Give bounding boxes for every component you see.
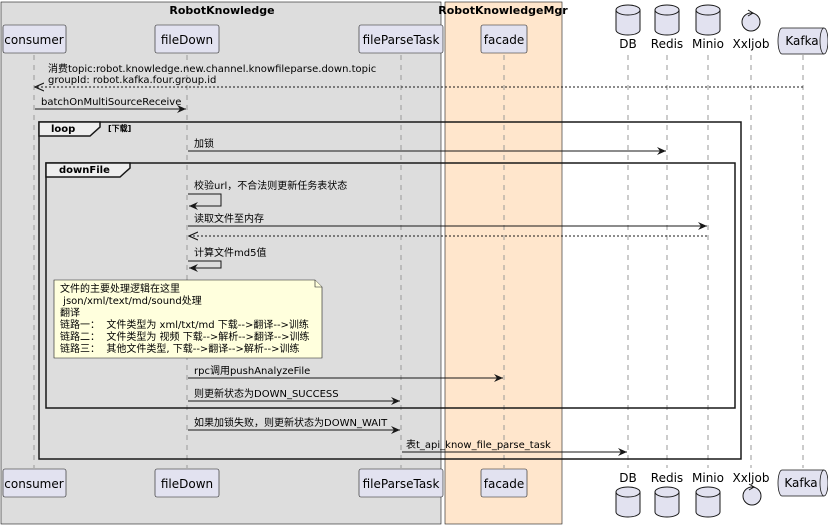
- participant-xxljob-label: Xxljob: [733, 37, 770, 51]
- participant-xxljob[interactable]: Xxljob: [733, 9, 770, 51]
- participant-consumer[interactable]: consumer: [2, 24, 67, 54]
- control-icon: [741, 9, 761, 32]
- participant-db[interactable]: DB: [615, 4, 641, 51]
- message-kafka-consume: 消费topic:robot.knowledge.new.channel.know…: [35, 62, 803, 87]
- note-line: 链路三： 其他文件类型, 下载-->翻译-->解析-->训练: [60, 342, 300, 355]
- participant-fileparsetask-label: fileParseTask: [363, 33, 440, 47]
- participant-xxljob-bottom-label: Xxljob: [733, 471, 770, 485]
- message-batch-receive-label: batchOnMultiSourceReceive: [41, 97, 181, 108]
- participant-db-bottom-label: DB: [619, 471, 636, 485]
- participant-kafka-bottom-label: Kafka: [784, 476, 817, 490]
- participant-redis-bottom-label: Redis: [651, 471, 683, 485]
- loop-condition: [下载]: [108, 123, 131, 133]
- message-validate-label: 校验url，不合法则更新任务表状态: [194, 179, 347, 192]
- participants-bottom: consumer fileDown fileParseTask facade D…: [2, 468, 828, 518]
- participant-kafka[interactable]: Kafka: [777, 27, 828, 55]
- participant-kafka-label: Kafka: [785, 34, 818, 48]
- message-table-label: 表t_api_know_file_parse_task: [406, 438, 551, 451]
- participant-facade-label: facade: [484, 33, 525, 47]
- message-down-wait-label: 如果加锁失败，则更新状态为DOWN_WAIT: [194, 416, 388, 429]
- database-icon: [695, 486, 721, 518]
- participant-db-bottom[interactable]: DB: [615, 471, 641, 518]
- participant-consumer-bottom[interactable]: consumer: [2, 468, 67, 498]
- note-processing-logic: 文件的主要处理逻辑在这里 json/xml/text/md/sound处理 翻译…: [53, 279, 323, 359]
- message-table: 表t_api_know_file_parse_task: [402, 438, 627, 456]
- database-icon: [695, 4, 721, 36]
- participant-minio-bottom-label: Minio: [692, 471, 724, 485]
- note-line: 链路一： 文件类型为 xml/txt/md 下载-->翻译-->训练: [60, 318, 309, 331]
- message-md5: 计算文件md5值: [188, 246, 266, 272]
- queue-icon: [777, 469, 828, 497]
- participant-filedown-label: fileDown: [161, 33, 213, 47]
- lifelines: [33, 55, 804, 468]
- message-read-file: 读取文件至内存: [188, 212, 707, 236]
- participant-facade-bottom-label: facade: [484, 477, 525, 491]
- group-downfile-keyword: downFile: [59, 165, 110, 176]
- participant-redis[interactable]: Redis: [651, 4, 683, 51]
- participant-consumer-label: consumer: [4, 33, 63, 47]
- participant-redis-label: Redis: [651, 37, 683, 51]
- database-icon: [654, 486, 680, 518]
- loop-fragment: loop [下载]: [38, 121, 742, 460]
- participant-kafka-bottom[interactable]: Kafka: [777, 469, 828, 497]
- note-line: 链路二： 文件类型为 视频 下载-->解析-->翻译-->训练: [60, 330, 310, 343]
- participant-redis-bottom[interactable]: Redis: [651, 471, 683, 518]
- participant-filedown[interactable]: fileDown: [154, 24, 220, 54]
- participant-fileparsetask-bottom[interactable]: fileParseTask: [358, 468, 444, 498]
- group-downfile: downFile: [45, 162, 736, 409]
- message-read-file-label: 读取文件至内存: [194, 212, 264, 225]
- participant-minio[interactable]: Minio: [692, 4, 724, 51]
- message-kafka-group-label: groupId: robot.kafka.four.group.id: [48, 75, 216, 86]
- participants-top: consumer fileDown fileParseTask facade D…: [2, 4, 828, 55]
- message-lock: 加锁: [188, 137, 666, 155]
- participant-facade[interactable]: facade: [480, 24, 528, 54]
- queue-icon: [777, 27, 828, 55]
- participant-filedown-bottom[interactable]: fileDown: [154, 468, 220, 498]
- database-icon: [615, 486, 641, 518]
- message-lock-label: 加锁: [194, 137, 214, 150]
- message-down-success: 则更新状态为DOWN_SUCCESS: [188, 387, 400, 405]
- participant-db-label: DB: [619, 37, 636, 51]
- participant-minio-label: Minio: [692, 37, 724, 51]
- box-robot-knowledge-mgr-title: RobotKnowledgeMgr: [438, 4, 568, 17]
- participant-xxljob-bottom[interactable]: Xxljob: [733, 471, 770, 506]
- note-line: json/xml/text/md/sound处理: [60, 295, 202, 307]
- message-down-wait: 如果加锁失败，则更新状态为DOWN_WAIT: [188, 416, 400, 434]
- note-line: 文件的主要处理逻辑在这里: [60, 282, 180, 295]
- message-rpc-label: rpc调用pushAnalyzeFile: [194, 365, 310, 377]
- database-icon: [615, 4, 641, 36]
- message-rpc: rpc调用pushAnalyzeFile: [188, 365, 503, 382]
- participant-fileparsetask-bottom-label: fileParseTask: [363, 477, 440, 491]
- participant-facade-bottom[interactable]: facade: [480, 468, 528, 498]
- loop-keyword: loop: [51, 124, 75, 135]
- message-down-success-label: 则更新状态为DOWN_SUCCESS: [194, 387, 339, 400]
- participant-filedown-bottom-label: fileDown: [161, 477, 213, 491]
- participant-consumer-bottom-label: consumer: [4, 477, 63, 491]
- message-batch-receive: batchOnMultiSourceReceive: [35, 97, 186, 113]
- participant-minio-bottom[interactable]: Minio: [692, 471, 724, 518]
- message-validate: 校验url，不合法则更新任务表状态: [188, 179, 347, 210]
- participant-fileparsetask[interactable]: fileParseTask: [358, 24, 444, 54]
- message-md5-label: 计算文件md5值: [194, 246, 266, 259]
- box-robot-knowledge-title: RobotKnowledge: [169, 4, 274, 17]
- database-icon: [654, 4, 680, 36]
- note-line: 翻译: [60, 307, 80, 319]
- message-kafka-topic-label: 消费topic:robot.knowledge.new.channel.know…: [48, 62, 376, 75]
- control-icon: [742, 483, 762, 506]
